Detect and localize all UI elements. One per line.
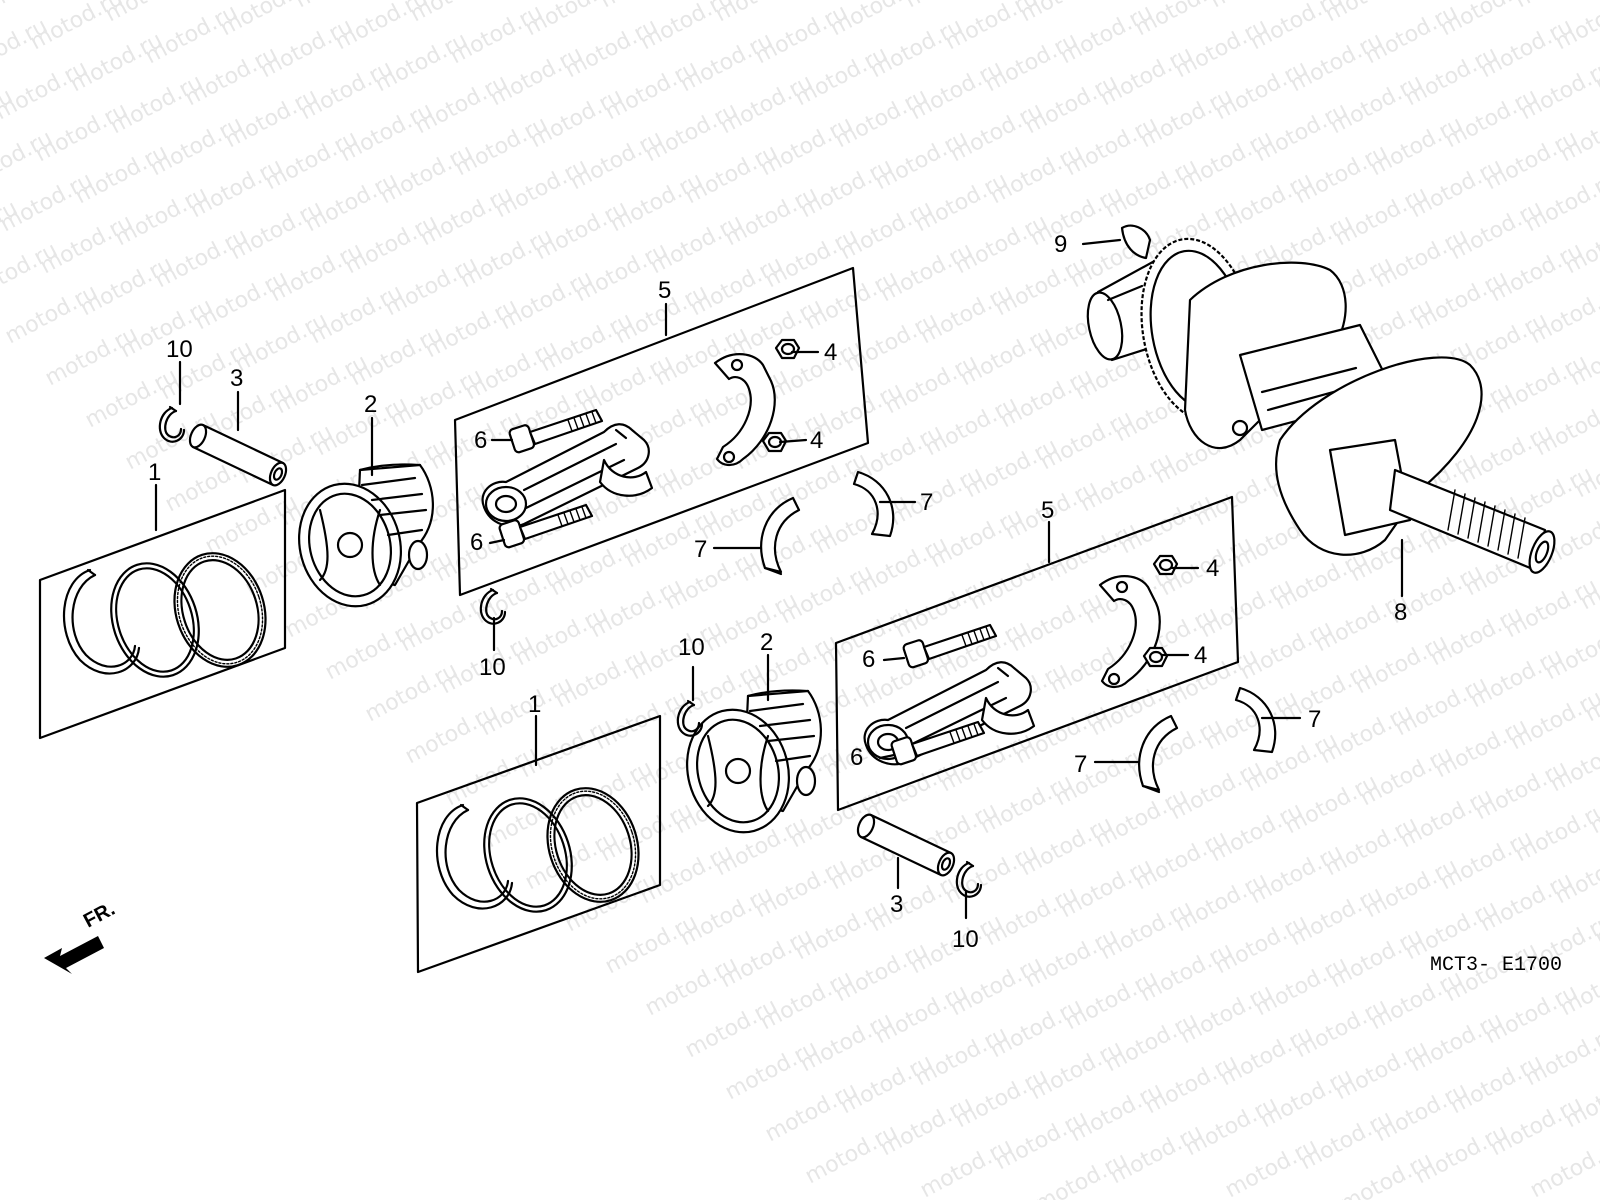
callout-8: 8 [1394,599,1407,626]
callout-1-lower: 1 [528,691,541,718]
callout-6-upper-b: 6 [470,529,483,556]
woodruff-key [1081,224,1152,260]
callout-4-upper-a: 4 [824,339,837,366]
connecting-rod-assembly-lower [834,495,1240,812]
crankshaft [1086,237,1556,598]
piston-pin-lower [853,811,959,890]
callout-7-upper-b: 7 [920,489,933,516]
callout-1-upper: 1 [148,459,161,486]
callout-5-lower: 5 [1041,497,1054,524]
diagram-code: MCT3- E1700 [1430,954,1562,977]
ring-set-upper [38,483,287,740]
watermark-text: motod.ru [1511,0,1600,13]
callout-10-upper-left: 10 [166,336,193,363]
callout-3-upper: 3 [230,365,243,392]
piston-lower [672,653,822,845]
callout-10-upper-right: 10 [479,654,506,681]
callout-2-lower: 2 [760,629,773,656]
callout-6-lower-b: 6 [850,744,863,771]
callout-9: 9 [1054,231,1067,258]
piston-pin-upper [185,390,291,489]
front-direction-arrow: FR. [44,898,119,974]
callout-5-upper: 5 [658,277,671,304]
watermark-text: motod.ru [1526,1134,1600,1200]
callout-7-lower-b: 7 [1308,706,1321,733]
callout-7-upper-a: 7 [694,536,707,563]
callout-4-lower-b: 4 [1194,642,1207,669]
callout-7-lower-a: 7 [1074,751,1087,778]
callout-6-lower-a: 6 [862,646,875,673]
front-marker-label: FR. [80,898,119,933]
callout-10-lower-right: 10 [952,926,979,953]
bearing-shells-lower [1093,686,1302,794]
circlip-upper-left [158,360,186,443]
connecting-rod-assembly-upper [453,266,870,597]
callout-4-upper-b: 4 [810,427,823,454]
callout-2-upper: 2 [364,391,377,418]
ring-set-lower [415,714,662,974]
circlip-upper-right [479,587,507,652]
piston-upper [284,416,434,619]
callout-4-lower-a: 4 [1206,555,1219,582]
circlip-lower-right [955,860,983,920]
callout-6-upper-a: 6 [474,427,487,454]
callout-3-lower: 3 [890,891,903,918]
circlip-lower-left [676,665,704,737]
bearing-shells-upper [712,470,917,576]
callout-10-lower-left: 10 [678,634,705,661]
